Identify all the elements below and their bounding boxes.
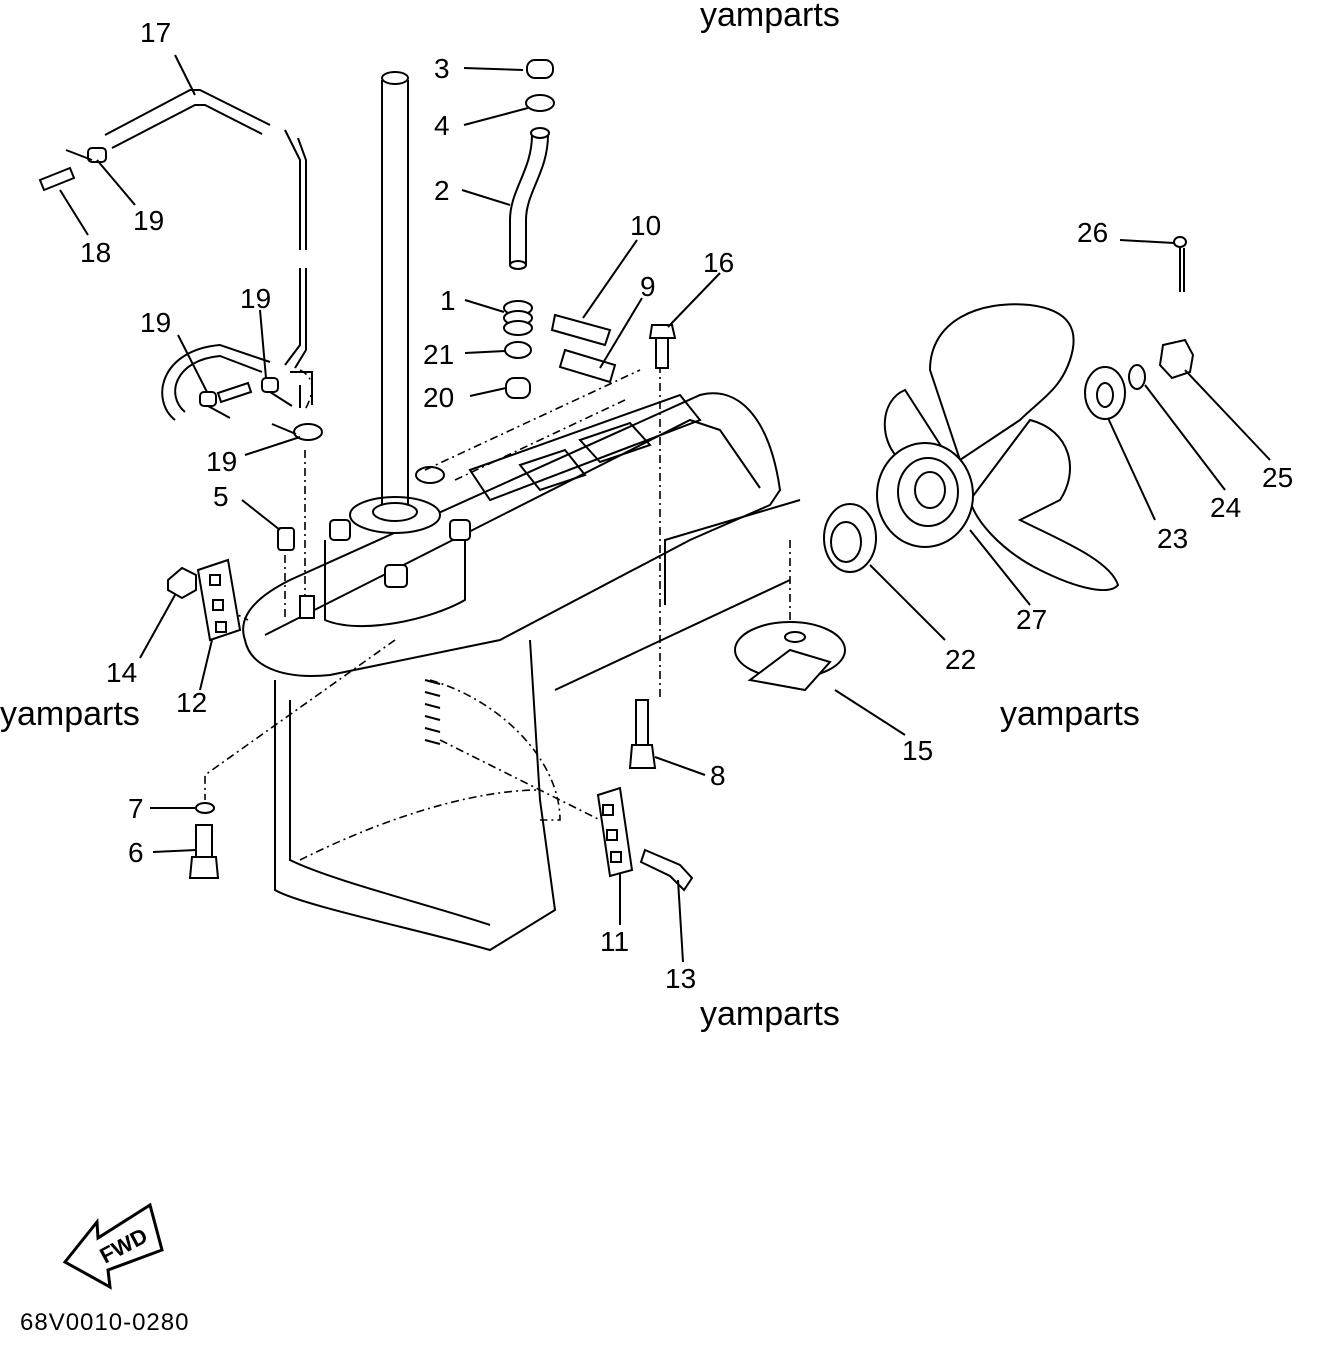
collar-20 bbox=[505, 377, 531, 399]
plate-10 bbox=[550, 313, 612, 347]
screw-13 bbox=[639, 848, 694, 892]
watermark-left: yamparts bbox=[0, 695, 140, 733]
callout-24: 24 bbox=[1210, 492, 1241, 523]
bolt-16 bbox=[648, 324, 677, 369]
nut-25 bbox=[1158, 338, 1195, 380]
grommet-3 bbox=[526, 59, 554, 79]
callout-13: 13 bbox=[665, 963, 696, 994]
callout-9: 9 bbox=[640, 271, 656, 302]
callout-1: 1 bbox=[440, 285, 456, 316]
propeller-27 bbox=[876, 303, 1120, 591]
drive-shaft bbox=[372, 71, 418, 522]
callout-19-mid: 19 bbox=[240, 283, 271, 314]
clamp-19-d bbox=[293, 423, 323, 441]
callout-8: 8 bbox=[710, 760, 726, 791]
clamp-19-c bbox=[261, 377, 279, 393]
bolt-6-assembly bbox=[188, 802, 220, 879]
washer-7 bbox=[195, 802, 215, 814]
trim-tab-15 bbox=[734, 621, 846, 692]
callout-4: 4 bbox=[434, 110, 450, 141]
fitting-18 bbox=[38, 166, 76, 192]
watermark-top: yamparts bbox=[700, 0, 840, 34]
fwd-arrow: FWD bbox=[62, 1202, 164, 1290]
seal-21 bbox=[504, 341, 532, 359]
callout-11: 11 bbox=[600, 926, 629, 957]
callout-26: 26 bbox=[1077, 217, 1108, 248]
watermarks: yamparts yamparts yamparts yamparts bbox=[0, 0, 1140, 1033]
cotter-pin-26 bbox=[1173, 236, 1187, 248]
pin-5 bbox=[277, 527, 295, 551]
callout-2: 2 bbox=[434, 175, 450, 206]
callout-21: 21 bbox=[423, 339, 454, 370]
callout-20: 20 bbox=[423, 382, 454, 413]
callout-25: 25 bbox=[1262, 462, 1293, 493]
callout-numbers: 17 3 4 2 19 18 10 16 9 1 21 20 19 19 19 … bbox=[80, 17, 1293, 994]
washer-24 bbox=[1128, 364, 1146, 390]
callout-19-top: 19 bbox=[133, 205, 164, 236]
callout-19-bottom: 19 bbox=[206, 446, 237, 477]
clamp-19-a bbox=[87, 147, 107, 163]
callout-6: 6 bbox=[128, 837, 144, 868]
leader-lines bbox=[59, 54, 1271, 963]
water-tube-assembly bbox=[503, 59, 555, 399]
callout-10: 10 bbox=[630, 210, 661, 241]
callout-22: 22 bbox=[945, 644, 976, 675]
callout-23: 23 bbox=[1157, 523, 1188, 554]
water-intake-grille bbox=[424, 679, 441, 745]
spacer-22 bbox=[823, 503, 877, 573]
bolt-8 bbox=[628, 699, 657, 769]
callout-14: 14 bbox=[106, 657, 137, 688]
hose-assembly bbox=[38, 89, 323, 619]
callout-3: 3 bbox=[434, 53, 450, 84]
callout-15: 15 bbox=[902, 735, 933, 766]
callout-5: 5 bbox=[213, 481, 229, 512]
lower-casing bbox=[242, 71, 801, 952]
callout-12: 12 bbox=[176, 687, 207, 718]
diagram-code: 68V0010-0280 bbox=[20, 1309, 189, 1336]
plates bbox=[550, 313, 617, 384]
anode-12-assembly bbox=[167, 558, 242, 642]
callout-7: 7 bbox=[128, 793, 144, 824]
watermark-bottom: yamparts bbox=[700, 995, 840, 1033]
grommet-4 bbox=[525, 94, 555, 112]
bolt-6 bbox=[188, 856, 220, 879]
propeller-hardware bbox=[1084, 236, 1195, 420]
callout-17: 17 bbox=[140, 17, 171, 48]
callout-19-left: 19 bbox=[140, 307, 171, 338]
nut-14 bbox=[167, 566, 197, 600]
anode-11-assembly bbox=[596, 786, 694, 892]
fwd-label: FWD bbox=[96, 1223, 152, 1269]
callout-27: 27 bbox=[1016, 604, 1047, 635]
nipple bbox=[299, 595, 315, 619]
plate-9 bbox=[558, 348, 617, 384]
watermark-right: yamparts bbox=[1000, 695, 1140, 733]
callout-16: 16 bbox=[703, 247, 734, 278]
callout-18: 18 bbox=[80, 237, 111, 268]
clamp-19-b bbox=[199, 391, 217, 407]
